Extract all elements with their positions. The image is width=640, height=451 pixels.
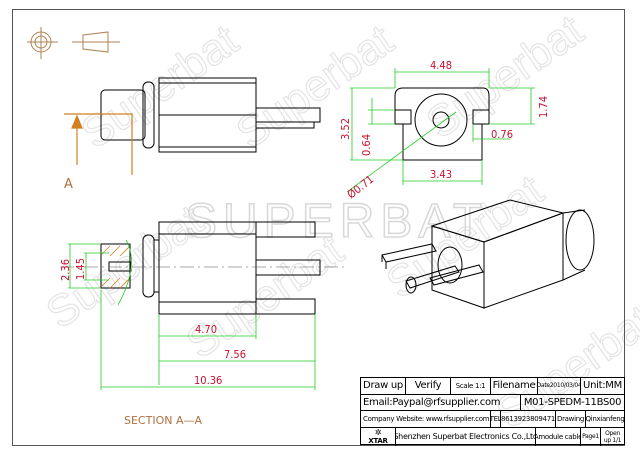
- drawer-cell: Qinxianfeng: [586, 414, 624, 423]
- company-cell: Shenzhen Superbat Electronics Co.,Ltd: [396, 427, 536, 446]
- open-up-cell: Open up 1/1: [603, 429, 622, 444]
- filename-cell: Filename: [491, 378, 538, 394]
- section-hatch: [101, 245, 130, 289]
- page-cell: Page1: [581, 427, 601, 446]
- break-line: [117, 239, 132, 306]
- dim-slot-width: 0.76: [491, 128, 513, 141]
- dim-inner-diameter: 1.45: [74, 258, 87, 280]
- title-block: Draw up Verify Scale 1:1 Filename Date20…: [360, 377, 625, 446]
- dim-height-slot: 1.74: [537, 96, 550, 118]
- date-cell: Date2010/03/04: [538, 378, 581, 394]
- front-view-dimensions: [346, 68, 535, 193]
- dim-width-bottom: 3.43: [430, 168, 452, 181]
- scale-cell: Scale 1:1: [451, 378, 491, 394]
- dim-width-top: 4.48: [430, 59, 452, 72]
- sheet-border: [12, 9, 625, 446]
- logo-icon: ✲: [374, 428, 382, 437]
- projection-symbol-icon: [27, 27, 120, 59]
- section-marker-label: A: [64, 177, 73, 192]
- drawing-cell: Drawing: [556, 411, 586, 427]
- dim-height-total: 3.52: [339, 118, 352, 140]
- dim-pins-length: 7.56: [224, 348, 246, 361]
- isometric-view: [381, 199, 595, 309]
- section-marker: [64, 113, 133, 175]
- tel-label-cell: TEL: [491, 411, 501, 427]
- side-view: [100, 77, 321, 153]
- website-cell: Company Website: www.rfsupplier.com: [361, 411, 491, 427]
- unit-cell: Unit:MM: [583, 380, 622, 392]
- watermarks: Superbat Superbat Superbat Superbat Supe…: [37, 5, 640, 439]
- watermark: Superbat: [418, 6, 592, 149]
- email-cell: Email:Paypal@rfsupplier.com: [361, 394, 521, 410]
- tel-cell: 8613923809471: [501, 411, 556, 427]
- watermark: Superbat: [228, 16, 402, 159]
- dim-body-length: 4.70: [195, 323, 217, 336]
- product-cell: Amodule cable: [536, 427, 581, 446]
- dim-slot-small: 0.64: [360, 134, 373, 156]
- section-caption: SECTION A—A: [124, 414, 202, 427]
- watermark: Superbat: [73, 16, 247, 159]
- dim-total-length: 10.36: [194, 374, 222, 387]
- front-view: [394, 87, 490, 161]
- logo-cell: ✲ XTAR: [361, 427, 396, 446]
- draw-up-cell: Draw up: [361, 378, 406, 394]
- section-dimensions: [68, 243, 316, 390]
- verify-cell: Verify: [406, 378, 451, 394]
- section-view: [60, 221, 345, 315]
- part-number-cell: M01-SPEDM-11BS00: [523, 396, 622, 408]
- dim-outer-diameter: 2.36: [59, 259, 72, 281]
- logo-text: XTAR: [368, 437, 388, 445]
